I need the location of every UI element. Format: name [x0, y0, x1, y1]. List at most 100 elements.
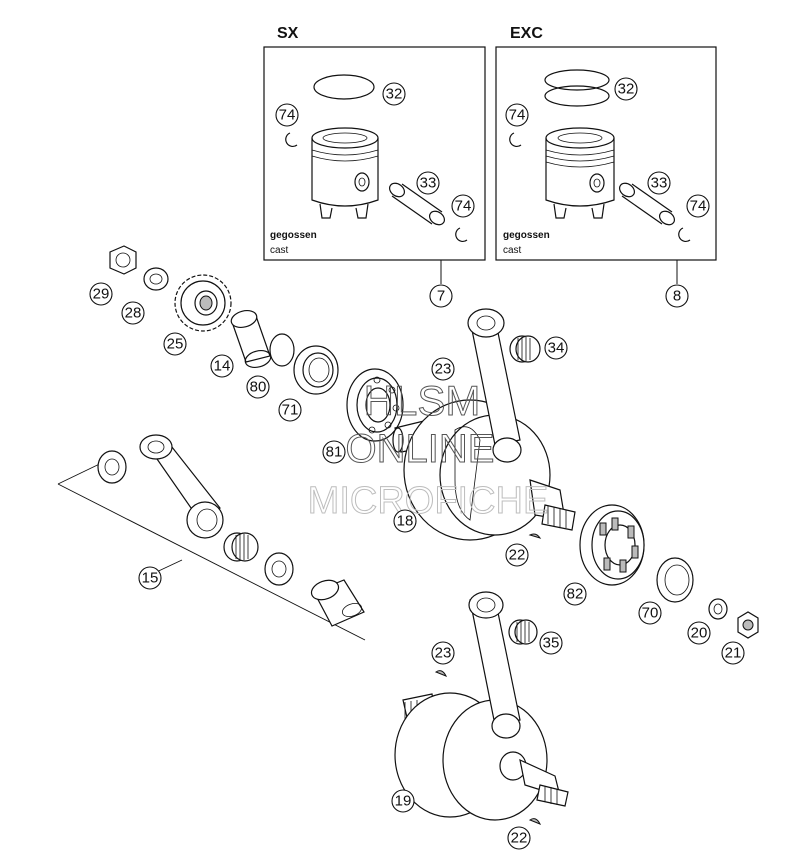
sx-note-line2: cast	[270, 245, 289, 256]
callout-23-top: 23	[431, 357, 455, 381]
callout-34: 34	[544, 336, 568, 360]
callout-32-sx: 32	[382, 82, 406, 106]
exc-circlip-b	[678, 227, 691, 243]
callout-70: 70	[638, 601, 662, 625]
svg-text:7: 7	[437, 288, 445, 305]
svg-text:35: 35	[543, 635, 560, 652]
callout-15: 15	[138, 566, 162, 590]
callout-33-exc: 33	[647, 171, 671, 195]
svg-text:23: 23	[435, 645, 452, 662]
callout-21: 21	[721, 641, 745, 665]
watermark-line2: ONLINE	[346, 427, 495, 471]
exc-note-line1: gegossen	[503, 230, 550, 241]
callout-32-exc: 32	[614, 77, 638, 101]
svg-text:74: 74	[279, 107, 296, 124]
callout-28: 28	[121, 301, 145, 325]
exc-piston-pin	[618, 182, 676, 226]
svg-text:19: 19	[395, 793, 412, 810]
callout-80: 80	[246, 375, 270, 399]
exc-piston-ring-upper	[544, 69, 610, 91]
sx-circlip-a	[285, 132, 298, 148]
svg-text:33: 33	[420, 175, 437, 192]
svg-text:25: 25	[167, 336, 184, 353]
watermark: HLSM ONLINE MICROFICHE	[307, 377, 549, 523]
gear-part	[174, 274, 232, 332]
oil-seal-part	[293, 345, 339, 395]
callout-82: 82	[563, 582, 587, 606]
svg-text:34: 34	[548, 340, 565, 357]
svg-text:8: 8	[673, 288, 681, 305]
svg-text:80: 80	[250, 379, 267, 396]
sx-piston-ring	[313, 74, 375, 100]
svg-text:29: 29	[93, 286, 110, 303]
watermark-line1: HLSM	[364, 377, 481, 424]
sx-piston	[311, 127, 379, 219]
exc-piston-box: EXC gegossen cast	[495, 25, 717, 284]
callout-74-sx-a: 74	[275, 103, 299, 127]
callout-29: 29	[89, 282, 113, 306]
exc-box-frame	[495, 46, 717, 261]
crankshaft-assembly-upper	[392, 308, 576, 541]
callout-19: 19	[391, 789, 415, 813]
callout-22-mid: 22	[505, 543, 529, 567]
callout-25: 25	[163, 332, 187, 356]
sx-circlip-b	[455, 227, 468, 243]
svg-text:74: 74	[455, 198, 472, 215]
callout-74-sx-b: 74	[451, 194, 475, 218]
svg-text:14: 14	[214, 358, 231, 375]
svg-text:82: 82	[567, 586, 584, 603]
exc-circlip-a	[509, 132, 522, 148]
exc-note-line2: cast	[503, 245, 522, 256]
svg-text:28: 28	[125, 305, 142, 322]
main-bearing-left	[346, 368, 404, 442]
washer-right	[708, 598, 728, 620]
svg-text:74: 74	[509, 107, 526, 124]
callout-23-bot: 23	[431, 641, 455, 665]
watermark-line3: MICROFICHE	[308, 480, 549, 522]
needle-bearing-upper	[509, 335, 541, 363]
needle-bearing-lower	[508, 619, 538, 645]
conrod-kit	[57, 434, 366, 641]
sx-box-frame	[263, 46, 486, 261]
sx-piston-pin	[388, 182, 446, 226]
svg-text:20: 20	[691, 625, 708, 642]
callout-18: 18	[393, 509, 417, 533]
callout-7: 7	[429, 284, 453, 308]
oil-seal-right	[656, 557, 694, 603]
callout-8: 8	[665, 284, 689, 308]
callout-35: 35	[539, 631, 563, 655]
callout-22-bot: 22	[507, 826, 531, 850]
sx-piston-box: SX gegossen cast	[263, 25, 486, 284]
callout-20: 20	[687, 621, 711, 645]
callout-33-sx: 33	[416, 171, 440, 195]
washer-part	[143, 267, 169, 291]
nut-right	[737, 611, 759, 639]
o-ring-part	[269, 333, 295, 367]
exc-box-title: EXC	[510, 25, 543, 42]
woodruff-key-lower-b	[528, 818, 542, 825]
callout-71: 71	[278, 398, 302, 422]
exc-piston-ring-lower	[544, 85, 610, 107]
woodruff-key-upper	[528, 533, 542, 539]
svg-text:71: 71	[282, 402, 299, 419]
sx-note-line1: gegossen	[270, 230, 317, 241]
svg-text:33: 33	[651, 175, 668, 192]
callout-14: 14	[210, 354, 234, 378]
svg-text:70: 70	[642, 605, 659, 622]
svg-text:21: 21	[725, 645, 742, 662]
svg-text:81: 81	[326, 444, 343, 461]
sx-box-title: SX	[277, 25, 299, 42]
callout-74-exc-b: 74	[686, 194, 710, 218]
woodruff-key-lower-a	[434, 670, 448, 677]
svg-text:18: 18	[397, 513, 414, 530]
crankshaft-assembly-lower	[394, 591, 569, 821]
nut-part	[109, 245, 137, 275]
svg-text:22: 22	[509, 547, 526, 564]
svg-text:32: 32	[618, 81, 635, 98]
svg-text:15: 15	[142, 570, 159, 587]
exc-piston	[545, 127, 615, 219]
svg-text:22: 22	[511, 830, 528, 847]
callout-74-exc-a: 74	[505, 103, 529, 127]
